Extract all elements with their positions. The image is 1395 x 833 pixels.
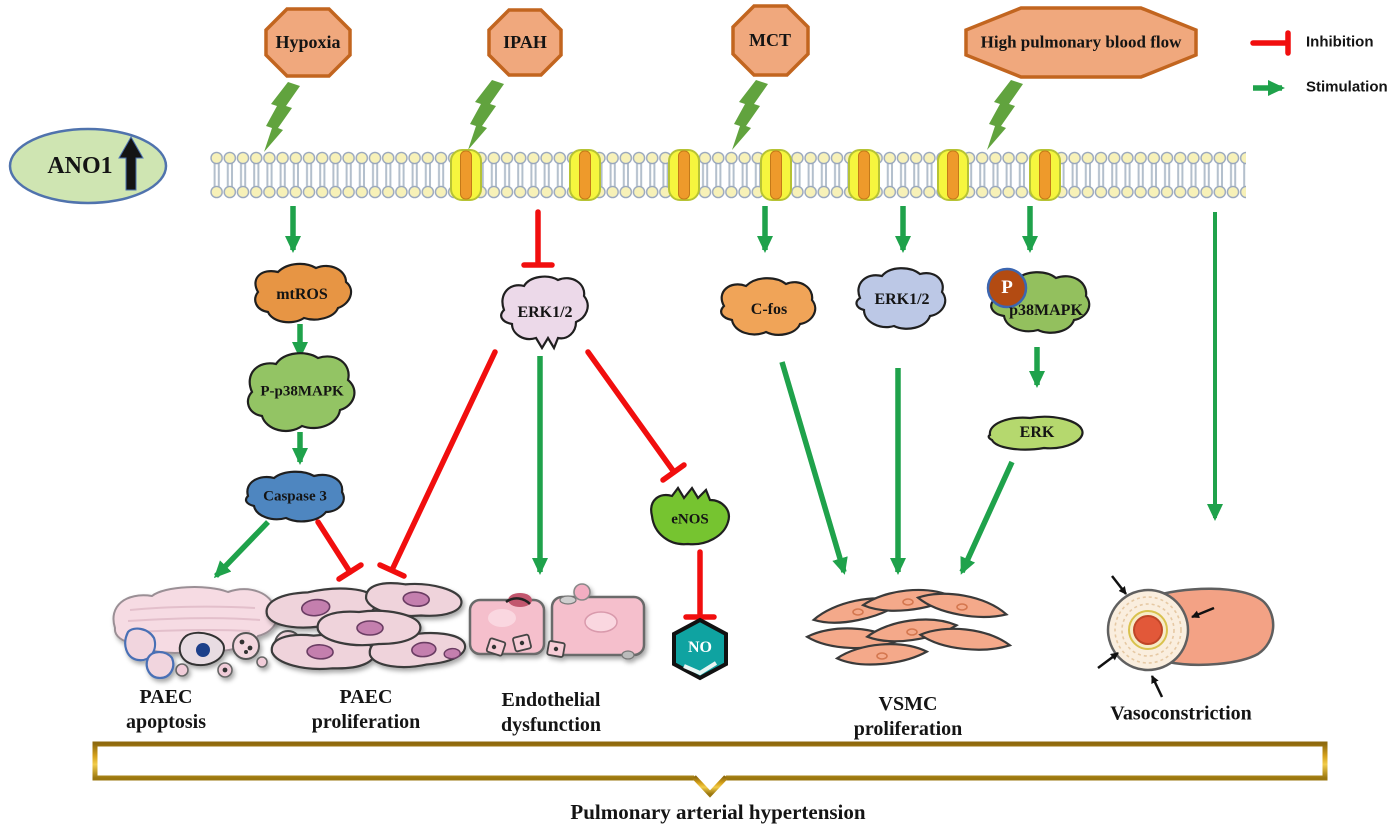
inhibition-bar (377, 349, 498, 579)
stimulus-label-mct: MCT (749, 29, 791, 50)
inhibition-bar (683, 549, 717, 620)
stimulus-shape-ipah (487, 8, 563, 77)
erk12-left-label: ERK1/2 (517, 304, 573, 321)
legend-stimulation-label: Stimulation (1306, 78, 1388, 96)
paec-proliferation-illustration (265, 582, 467, 671)
outcome-line: proliferation (853, 718, 963, 740)
stimulation-arrow (213, 520, 270, 579)
outcome-line: dysfunction (500, 714, 602, 736)
stimulus-label-hypoxia: Hypoxia (275, 31, 341, 52)
inhibition-bar (315, 519, 364, 582)
phospho-circle (986, 267, 1028, 309)
caspase3-shape (244, 470, 345, 523)
stimulus-shape-high-flow (964, 6, 1198, 79)
caspase3-label: Caspase 3 (263, 488, 327, 505)
outcome-label-paec-proliferation: PAEC proliferation (312, 685, 421, 735)
cfos-label: C-fos (750, 301, 788, 318)
enos-label: eNOS (671, 511, 709, 528)
cfos-shape (720, 277, 817, 336)
enos-shape (650, 486, 730, 546)
vasoconstriction-illustration (1097, 575, 1275, 698)
constriction-arrow-icon (1097, 575, 1215, 698)
vsmc-proliferation-illustration (805, 585, 1013, 668)
erk-label: ERK (1019, 424, 1055, 441)
cell-membrane (210, 149, 1246, 201)
up-arrow-icon (118, 135, 144, 191)
ano1-shape (8, 127, 168, 205)
inhibition-bars (315, 209, 717, 620)
outcome-line: PAEC (139, 686, 193, 708)
no-label: NO (688, 639, 712, 656)
paec-apoptosis-illustration (112, 586, 302, 680)
inhibition-bar (585, 349, 687, 483)
stimulus-shape-mct (731, 4, 810, 77)
outcome-label-vasoconstriction: Vasoconstriction (1110, 702, 1251, 727)
stimulus-shape-hypoxia (264, 7, 352, 78)
erk12-right-shape (855, 267, 947, 330)
ano1-label: ANO1 (47, 153, 113, 179)
p-p38mapk-label: P-p38MAPK (260, 383, 344, 400)
phospho-label: P (1001, 277, 1013, 299)
erk-shape (987, 415, 1084, 451)
outcome-label-paec-apoptosis: PAEC apoptosis (126, 685, 206, 735)
outcome-line: Vasoconstriction (1110, 702, 1252, 725)
outcome-label-vsmc-proliferation: VSMC proliferation (854, 692, 963, 742)
outcome-line: apoptosis (125, 711, 207, 733)
stimulus-label-high-flow: High pulmonary blood flow (980, 32, 1182, 52)
endothelial-dysfunction-illustration (468, 583, 646, 660)
no-hexagon (672, 617, 728, 681)
molecules (244, 262, 1091, 681)
mtros-label: mtROS (276, 286, 328, 303)
footer-title: Pulmonary arterial hypertension (570, 799, 866, 824)
stimulation-arrows (213, 206, 1223, 579)
legend-inhibition-label: Inhibition (1306, 33, 1374, 51)
outcome-line: VSMC (878, 693, 938, 715)
lightning-bolt-icon (264, 80, 1023, 152)
erk12-right-label: ERK1/2 (874, 291, 930, 308)
mtros-shape (254, 262, 353, 324)
inhibition-bar (521, 209, 555, 268)
outcome-line: PAEC (339, 686, 393, 708)
outcome-line: proliferation (311, 711, 421, 733)
outcome-line: Endothelial (501, 689, 601, 711)
stimulation-arrow (959, 460, 1015, 575)
outcome-label-endothelial-dysfunction: Endothelial dysfunction (501, 688, 601, 738)
stimulus-label-ipah: IPAH (503, 31, 547, 52)
banner-arrow (92, 741, 1328, 798)
erk12-left-shape (500, 275, 589, 351)
stimulation-arrow (779, 361, 848, 575)
p-p38mapk-shape (246, 352, 356, 433)
inhibition-icon (1250, 30, 1291, 56)
p38mapk-label: p38MAPK (1009, 302, 1083, 319)
